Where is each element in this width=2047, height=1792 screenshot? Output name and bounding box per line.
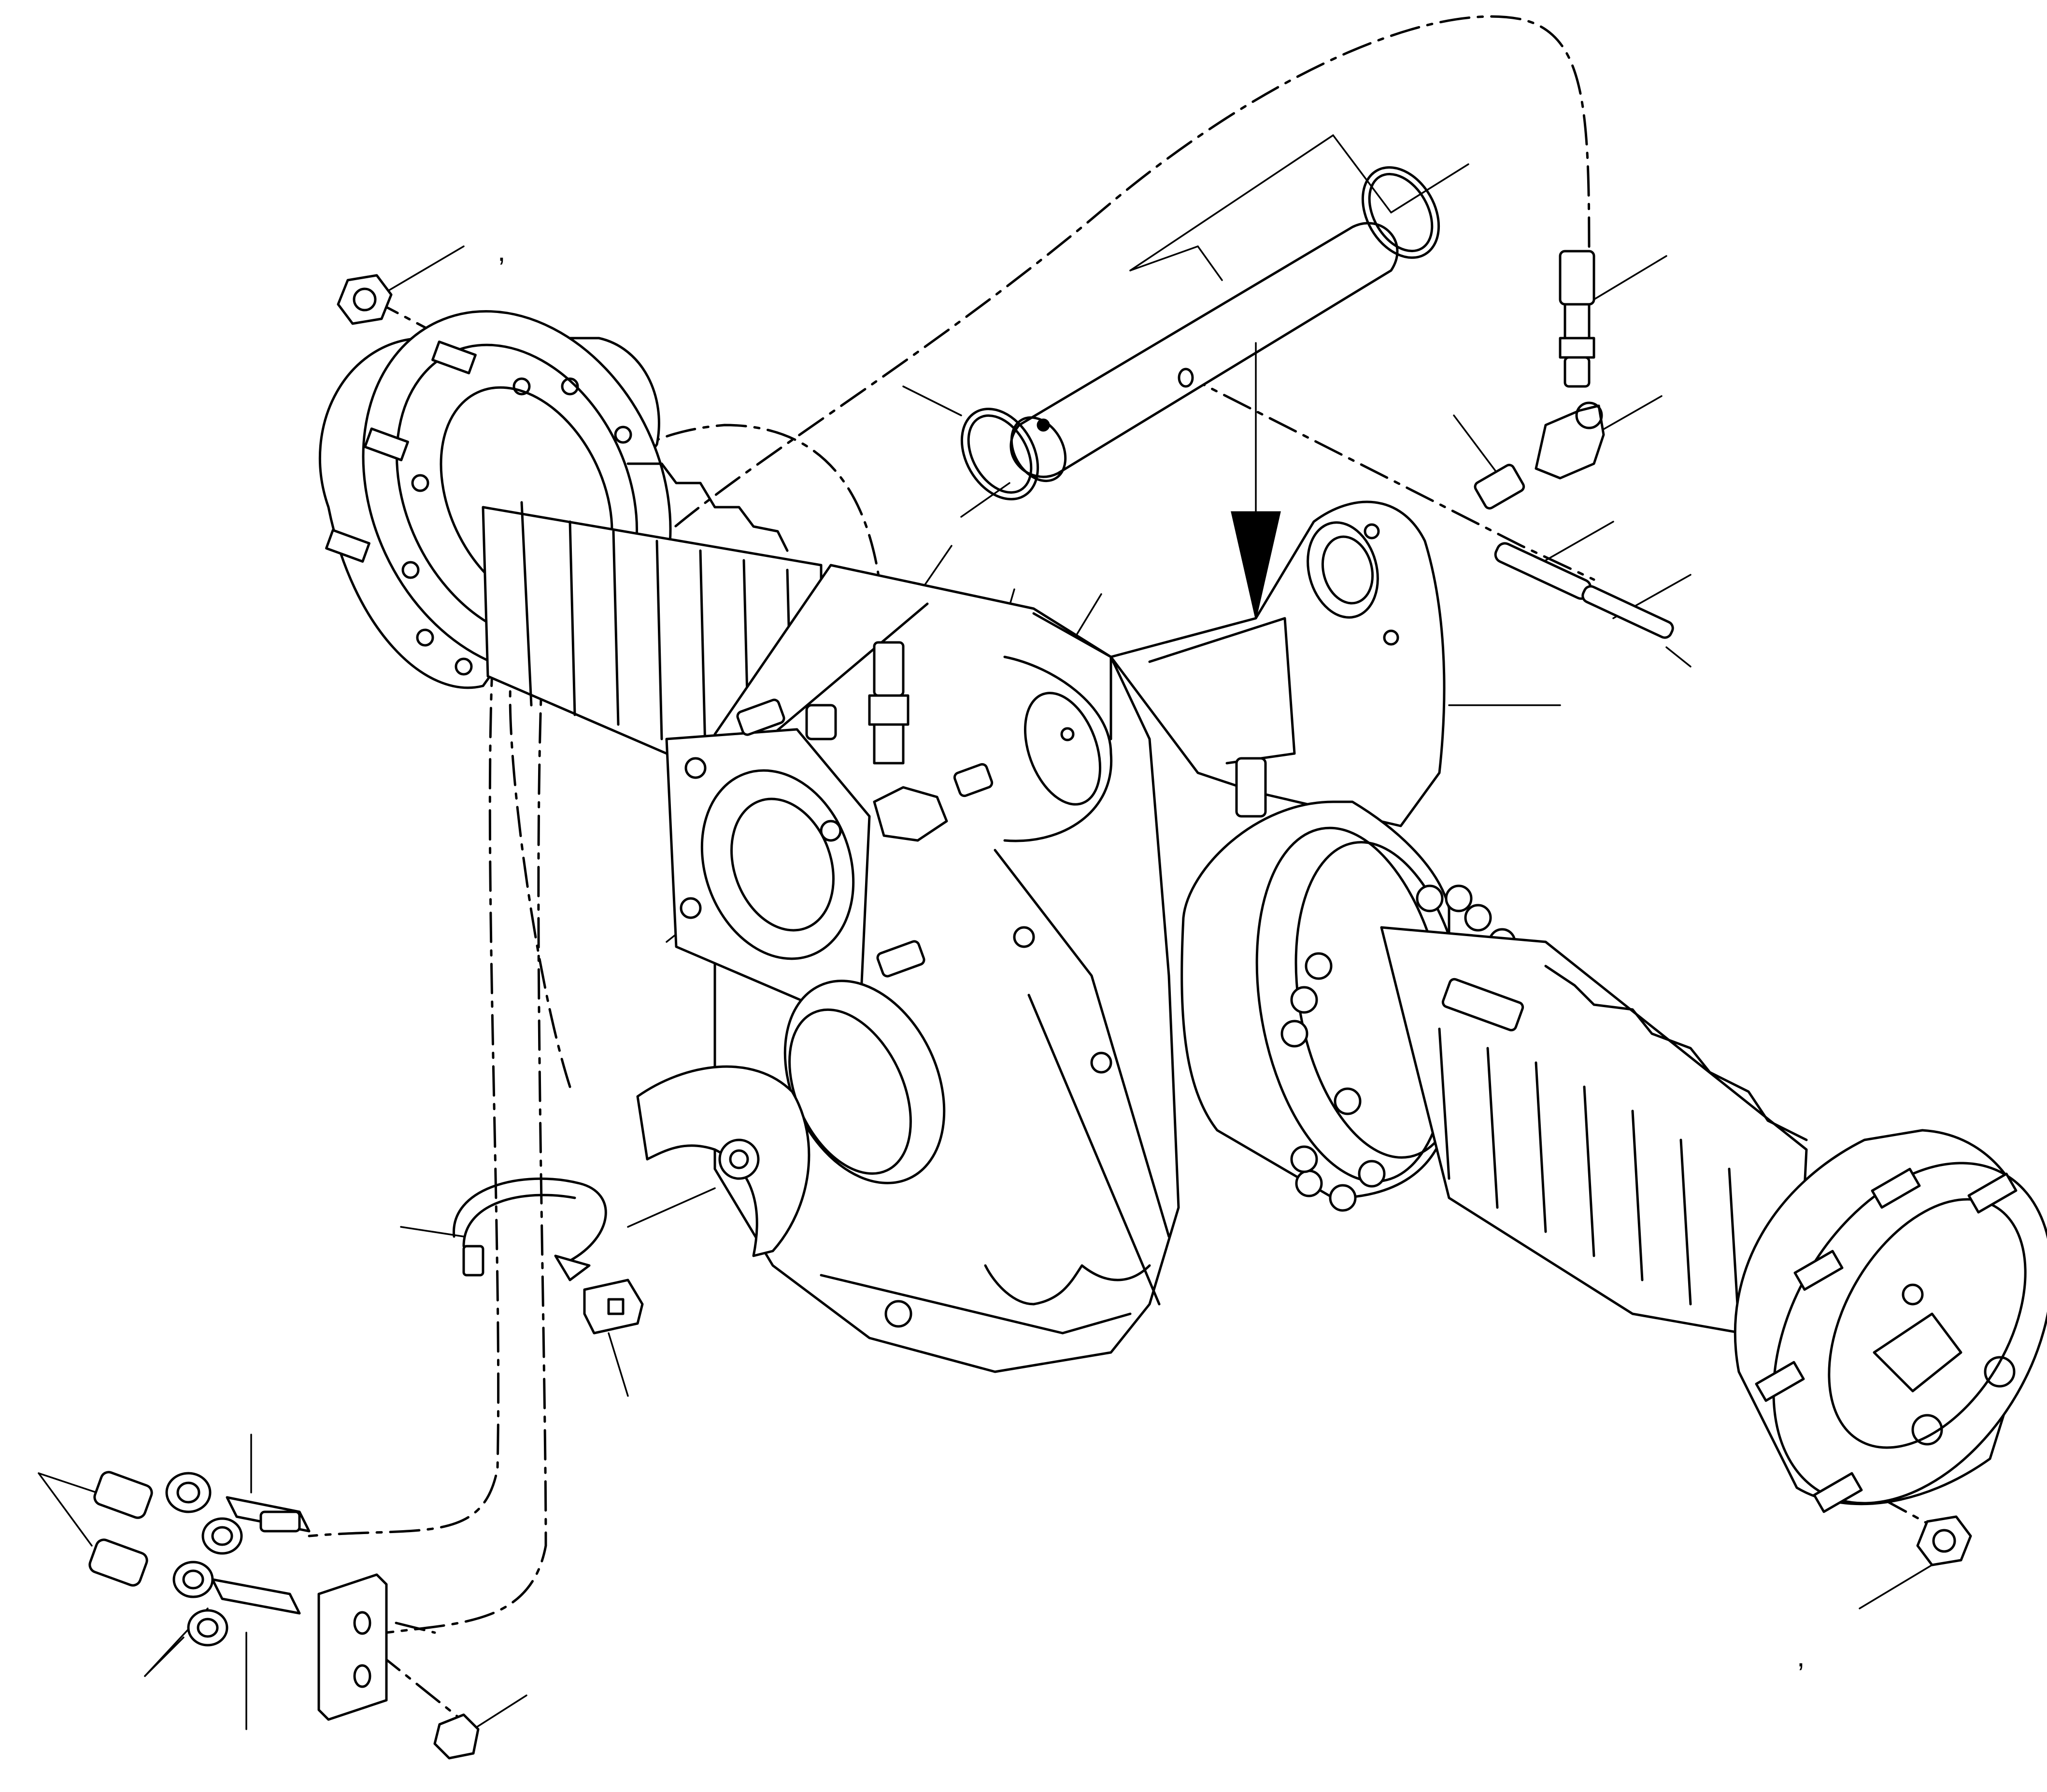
bolt: [433, 1713, 480, 1760]
hex-nut-right: [1916, 1515, 1972, 1566]
pivot-pin: [1009, 222, 1399, 478]
axis-line-block: [395, 1621, 436, 1634]
hose-route-left-c: [385, 559, 552, 1634]
drive-yoke: [636, 1065, 810, 1257]
assembly-arrow: [1231, 511, 1281, 619]
clip: [583, 1279, 644, 1335]
tick-mark-bottom-right: ,: [1797, 1640, 1805, 1673]
hose-route-left-b: [308, 655, 500, 1537]
right-axle-housing: [1180, 800, 1808, 1344]
bulkhead-block: [317, 1573, 388, 1721]
o-ring-left: [960, 408, 1039, 500]
hose-route-top: [636, 15, 1591, 562]
tick-mark-top-left: ,: [498, 235, 506, 267]
o-ring-right: [1361, 166, 1440, 259]
name-plate: [1441, 978, 1524, 1032]
hose-fittings-lower-left: [88, 1471, 480, 1760]
hose-clamp: [453, 1177, 644, 1335]
pivot-pin-assembly: [960, 166, 1440, 619]
pivot-bracket: [1109, 500, 1446, 827]
fittings-upper-right: [1474, 250, 1674, 639]
right-wheel-hub: [1734, 1129, 2047, 1566]
differential-housing: [636, 564, 1180, 1373]
hex-nut-left: [337, 274, 393, 325]
axis-line-pin: [1177, 370, 1595, 581]
